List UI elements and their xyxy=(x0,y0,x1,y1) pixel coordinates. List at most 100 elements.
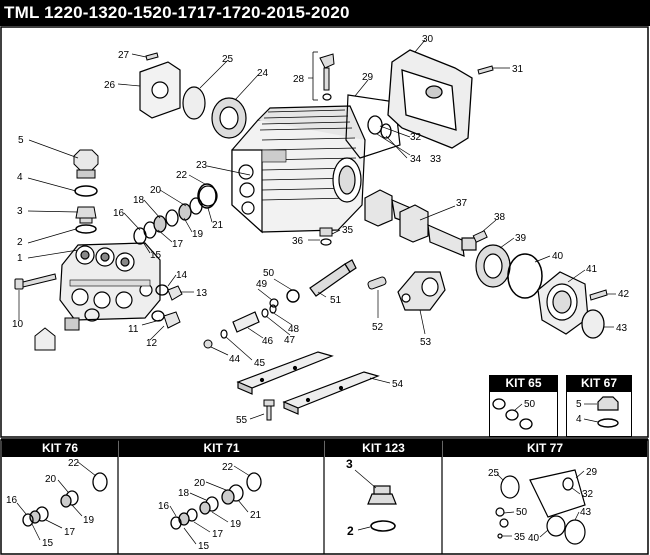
bolt-part-10 xyxy=(14,273,57,290)
part-number: 5 xyxy=(576,399,582,410)
washer-part-49 xyxy=(269,298,279,308)
kit123-header: KIT 123 xyxy=(325,440,442,457)
part-number: 19 xyxy=(192,229,204,240)
part-number: 28 xyxy=(293,74,305,85)
flange-part-41 xyxy=(537,271,589,335)
pump-head-part xyxy=(59,242,161,321)
kit76-drawing xyxy=(22,472,108,527)
part-number: 29 xyxy=(362,72,374,83)
part-number: 47 xyxy=(284,335,296,346)
part-number: 21 xyxy=(212,220,224,231)
part-number: 48 xyxy=(288,324,300,335)
part-number: 12 xyxy=(146,338,158,349)
kit67-leaders xyxy=(583,403,599,423)
rail-part-54 xyxy=(236,351,380,415)
screw-part-27 xyxy=(145,52,159,61)
diagram-frame xyxy=(0,26,649,438)
page-title: TML 1220-1320-1520-1717-1720-2015-2020 xyxy=(0,0,650,26)
part-number: 18 xyxy=(178,488,190,499)
kit65-drawing xyxy=(492,398,533,430)
part-number: 13 xyxy=(196,288,208,299)
kit71-leaders xyxy=(169,465,251,545)
part-number: 15 xyxy=(150,250,162,261)
seal-part-33 xyxy=(380,123,392,139)
part-number: 22 xyxy=(176,170,188,181)
kit77-header: KIT 77 xyxy=(443,440,647,457)
leader-lines xyxy=(18,39,616,420)
key-part-38 xyxy=(472,230,488,243)
plunger-part-51 xyxy=(309,259,357,297)
screw-part-42 xyxy=(589,289,608,301)
part-number: 42 xyxy=(618,289,630,300)
part-number: 45 xyxy=(254,358,266,369)
part-number: 25 xyxy=(488,468,500,479)
part-number: 55 xyxy=(236,415,248,426)
bearing-part-39 xyxy=(475,244,511,288)
part-number: 15 xyxy=(198,541,210,552)
oring-part-4 xyxy=(74,185,98,197)
part-number: 32 xyxy=(582,489,594,500)
oring-part-22 xyxy=(197,183,217,209)
part-number: 53 xyxy=(420,337,432,348)
plug-part-36 xyxy=(319,227,333,246)
lower-valve-group xyxy=(34,284,183,351)
oring-part-2 xyxy=(75,224,97,234)
part-number: 27 xyxy=(118,50,130,61)
crankcase-part xyxy=(231,105,366,234)
part-number: 34 xyxy=(410,154,422,165)
part-number: 20 xyxy=(150,185,162,196)
kit65-leader xyxy=(514,403,523,411)
part-number: 38 xyxy=(494,212,506,223)
part-number: 15 xyxy=(42,538,54,549)
part-number: 20 xyxy=(194,478,206,489)
part-number: 30 xyxy=(422,34,434,45)
part-number: 36 xyxy=(292,236,304,247)
part-number: 35 xyxy=(342,225,354,236)
part-number: 29 xyxy=(586,467,598,478)
kit123-drawing xyxy=(367,485,397,532)
kit76-header: KIT 76 xyxy=(2,440,118,457)
part-number: 14 xyxy=(176,270,188,281)
kit65-header: KIT 65 xyxy=(489,375,558,392)
kit77-drawing xyxy=(495,469,586,545)
kit123-leaders xyxy=(354,469,377,531)
part-number: 43 xyxy=(580,507,592,518)
oring-part-50 xyxy=(286,289,300,303)
part-number: 23 xyxy=(196,160,208,171)
kit77-leaders xyxy=(496,470,585,538)
part-number: 50 xyxy=(516,507,528,518)
part-number: 22 xyxy=(68,458,80,469)
part-number: 22 xyxy=(222,462,234,473)
part-number: 10 xyxy=(12,319,24,330)
kit67-header: KIT 67 xyxy=(566,375,632,392)
part-number: 33 xyxy=(430,154,442,165)
ring-part-25 xyxy=(182,86,206,120)
bolt-part-55 xyxy=(263,399,275,421)
part-number: 39 xyxy=(515,233,527,244)
seal-stack-group xyxy=(133,185,218,245)
seal-part-43 xyxy=(581,309,605,339)
part-number: 2 xyxy=(347,524,354,538)
oring-part-40 xyxy=(507,253,543,299)
part-number: 37 xyxy=(456,198,468,209)
part-number: 52 xyxy=(372,322,384,333)
kit76-leaders xyxy=(16,461,97,541)
part-number: 3 xyxy=(346,457,353,471)
part-number: 25 xyxy=(222,54,234,65)
nut-part-44 xyxy=(203,339,213,349)
part-number: 21 xyxy=(250,510,262,521)
cap-part-5 xyxy=(73,149,99,179)
part-number: 16 xyxy=(158,501,170,512)
part-number: 50 xyxy=(263,268,275,279)
part-number: 24 xyxy=(257,68,269,79)
part-number: 19 xyxy=(230,519,242,530)
part-number: 41 xyxy=(586,264,598,275)
part-number: 44 xyxy=(229,354,241,365)
oring-part-47 xyxy=(261,308,269,318)
kit71-header: KIT 71 xyxy=(119,440,324,457)
kit71-drawing xyxy=(170,472,262,530)
part-number: 16 xyxy=(113,208,125,219)
part-number: 54 xyxy=(392,379,404,390)
